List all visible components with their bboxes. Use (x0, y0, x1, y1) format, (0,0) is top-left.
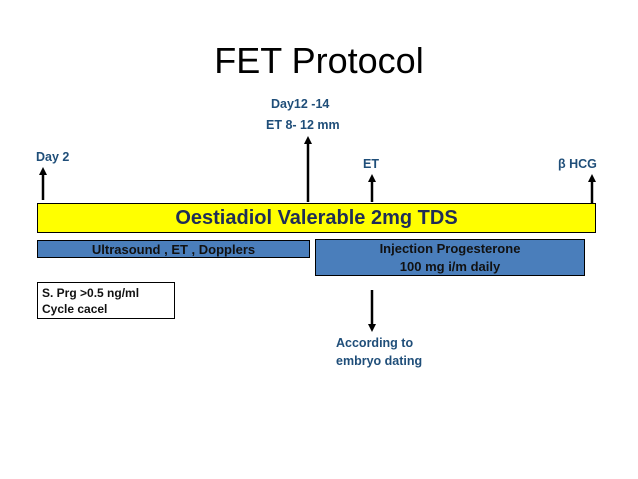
et-thickness-label: ET 8- 12 mm (266, 118, 340, 132)
et-label: ET (363, 157, 379, 171)
progesterone-cancel-note: S. Prg >0.5 ng/ml Cycle cacel (37, 282, 175, 319)
embryo-dating-line2: embryo dating (336, 354, 423, 368)
day12-label: Day12 -14 (271, 97, 330, 111)
ultrasound-bar: Ultrasound , ET , Dopplers (37, 240, 310, 258)
estradiol-bar: Oestiadiol Valerable 2mg TDS (37, 203, 596, 233)
bhcg-label: β HCG (558, 157, 597, 171)
progesterone-line1: Injection Progesterone (379, 240, 521, 256)
embryo-dating-line1: According to (336, 336, 414, 350)
day2-label: Day 2 (36, 150, 70, 164)
embryo-dating-note: According to embryo dating (336, 334, 422, 370)
progesterone-line2: 100 mg i/m daily (399, 258, 501, 274)
page-title: FET Protocol (214, 40, 424, 81)
note-line2: Cycle cacel (42, 302, 108, 316)
progesterone-bar: Injection Progesterone 100 mg i/m daily (315, 239, 585, 276)
note-line1: S. Prg >0.5 ng/ml (42, 286, 140, 300)
